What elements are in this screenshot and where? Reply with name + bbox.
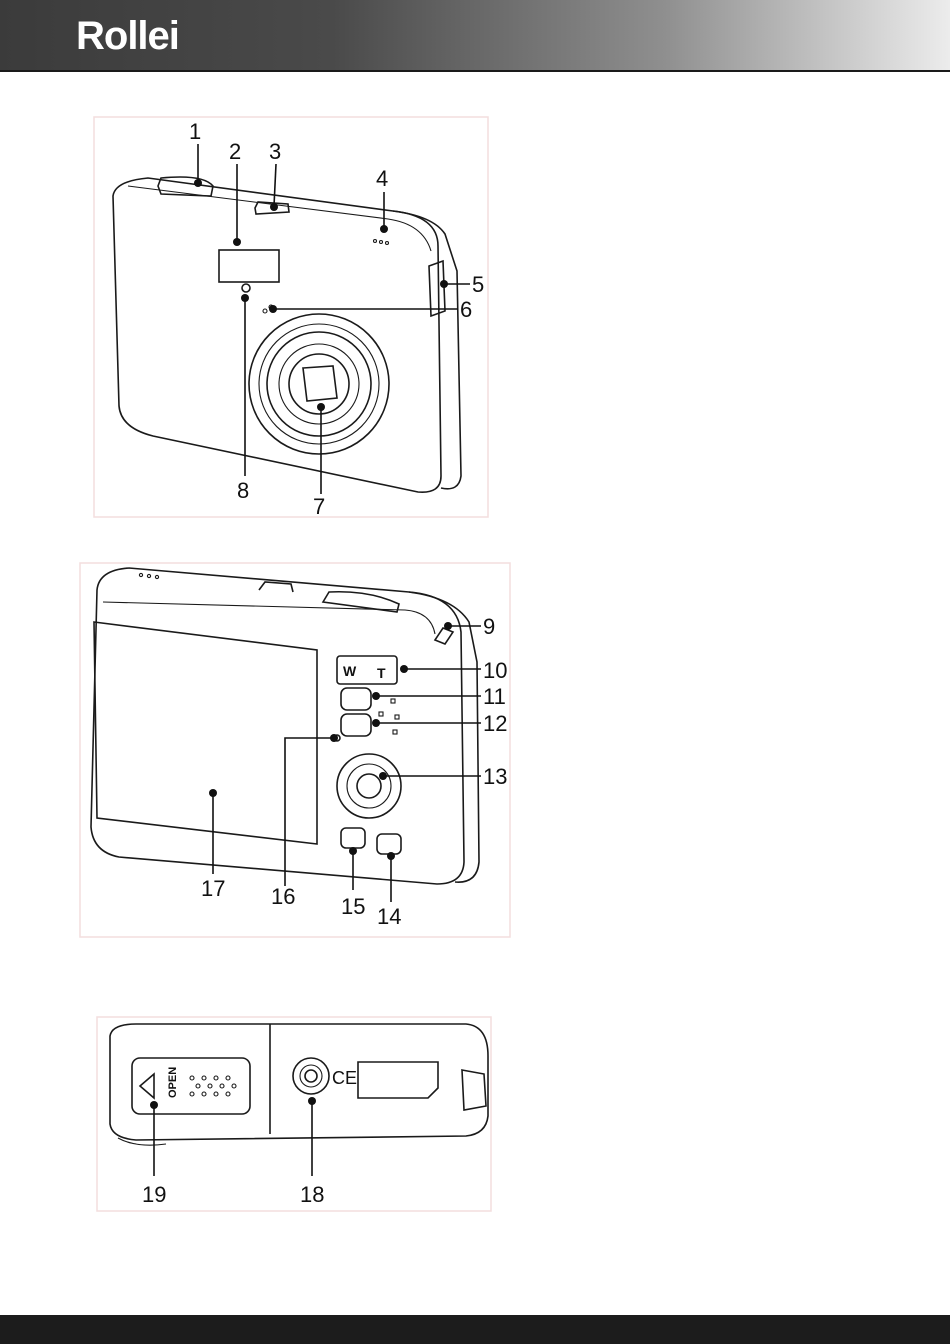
open-label: OPEN — [167, 1067, 179, 1098]
page-footer-bar — [0, 1315, 950, 1344]
zoom-tele-label: T — [377, 665, 386, 681]
callout-11: 11 — [483, 684, 506, 709]
ce-mark: CE — [332, 1068, 357, 1088]
callout-14: 14 — [377, 904, 401, 929]
callout-1: 1 — [189, 119, 201, 144]
bottom-view-svg: OPEN CE 19 18 — [96, 1016, 492, 1212]
back-view-diagram: W T 9 10 11 12 13 14 15 16 17 — [79, 562, 511, 938]
callout-10: 10 — [483, 658, 507, 683]
callout-16: 16 — [271, 884, 295, 909]
rollei-logo: Rollei — [76, 14, 179, 59]
zoom-wide-label: W — [343, 663, 357, 679]
callout-13: 13 — [483, 764, 507, 789]
callout-8: 8 — [237, 478, 249, 503]
page-header: Rollei — [0, 0, 950, 72]
callout-3: 3 — [269, 139, 281, 164]
callout-2: 2 — [229, 139, 241, 164]
callout-19: 19 — [142, 1182, 166, 1207]
bottom-view-diagram: OPEN CE 19 18 — [96, 1016, 492, 1212]
callout-18: 18 — [300, 1182, 324, 1207]
callout-9: 9 — [483, 614, 495, 639]
callout-12: 12 — [483, 711, 507, 736]
callout-5: 5 — [472, 272, 484, 297]
callout-4: 4 — [376, 166, 388, 191]
callout-6: 6 — [460, 297, 472, 322]
callout-17: 17 — [201, 876, 225, 901]
front-view-svg: 1 2 3 4 5 6 7 8 — [93, 116, 489, 518]
callout-7: 7 — [313, 494, 325, 518]
callout-15: 15 — [341, 894, 365, 919]
front-view-diagram: 1 2 3 4 5 6 7 8 — [93, 116, 489, 518]
back-view-svg: W T 9 10 11 12 13 14 15 16 17 — [79, 562, 511, 938]
